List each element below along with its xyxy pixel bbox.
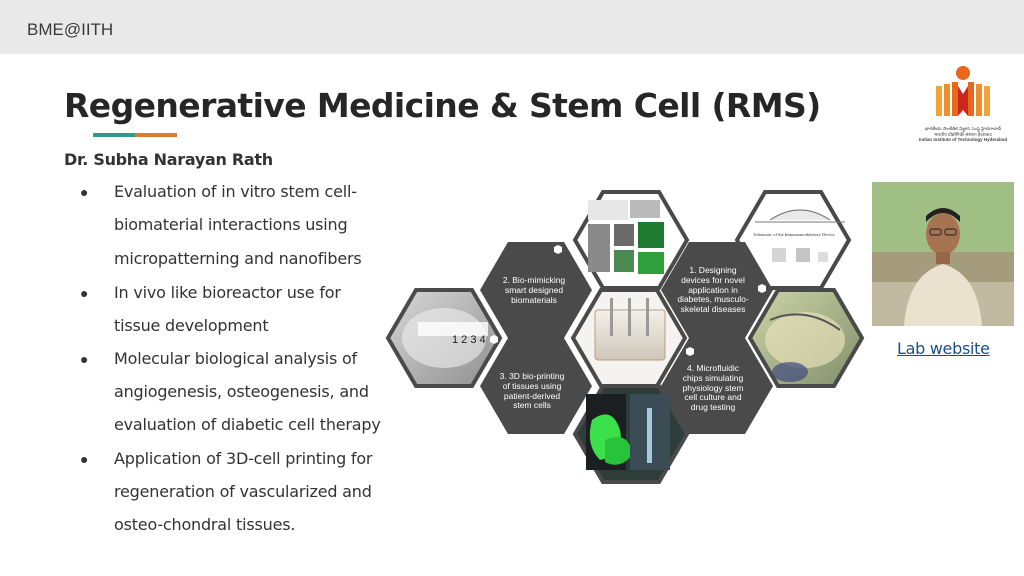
author-name: Dr. Subha Narayan Rath <box>64 150 273 169</box>
hex-label-1: 1. Designing devices for novel applicati… <box>677 265 749 315</box>
bullet-4-line-2: regeneration of vascularized and <box>114 482 372 501</box>
title-underline-teal <box>93 133 135 137</box>
bullet-2-line-2: tissue development <box>114 316 269 335</box>
iith-logo <box>922 64 1004 146</box>
hex-label-3: 3. 3D bio-printing of tissues using pati… <box>499 371 565 411</box>
iith-logo-icon <box>936 66 990 116</box>
title-underline-orange <box>135 133 177 137</box>
hex-image-3d-print <box>572 384 690 484</box>
bullet-3-line-2: angiogenesis, osteogenesis, and <box>114 382 369 401</box>
hex-bioprinting <box>480 338 592 434</box>
bullet-3-line-1: Molecular biological analysis of <box>114 349 357 368</box>
bullet-3-line-3: evaluation of diabetic cell therapy <box>114 415 381 434</box>
hex-image-device <box>570 288 688 388</box>
bullet-dot: ● <box>80 285 89 301</box>
lab-website-link[interactable]: Lab website <box>897 339 990 358</box>
hex-image-schematic: Schematic of the Immunomodulatory Device <box>734 190 852 290</box>
bullet-2-line-1: In vivo like bioreactor use for <box>114 283 341 302</box>
hex-microfluidic <box>661 338 773 434</box>
hex-devices <box>661 242 773 338</box>
top-bar: BME@IITH <box>0 0 1024 54</box>
bullet-4-line-3: osteo-chondral tissues. <box>114 515 296 534</box>
svg-text:1 2 3 4: 1 2 3 4 <box>452 334 486 346</box>
hex-image-petri-dish: 1 2 3 4 <box>385 288 503 388</box>
bullet-1-line-3: micropatterning and nanofibers <box>114 249 362 268</box>
bullet-dot: ● <box>80 184 89 200</box>
org-name: BME@IITH <box>27 20 114 39</box>
hex-image-biomaterials <box>572 190 690 290</box>
bullet-dot: ● <box>80 451 89 467</box>
slide-title: Regenerative Medicine & Stem Cell (RMS) <box>64 86 821 125</box>
iith-logo-text: భారతీయ సాంకేతిక విజ్ఞాన సంస్థ హైదరాబాద్ … <box>918 126 1008 143</box>
hex-biomaterials <box>480 242 592 338</box>
faculty-photo <box>872 182 1014 326</box>
hex-label-2: 2. Bio-mimicking smart designed biomater… <box>502 275 566 305</box>
bullet-1-line-1: Evaluation of in vitro stem cell- <box>114 182 357 201</box>
hex-image-caption: Schematic of the Immunomodulatory Device <box>753 232 834 237</box>
bullet-4-line-1: Application of 3D-cell printing for <box>114 449 373 468</box>
faculty-portrait-image <box>872 182 1014 326</box>
hex-label-4: 4. Microfluidic chips simulating physiol… <box>682 363 744 413</box>
hex-image-microfluidic <box>747 288 865 388</box>
bullet-dot: ● <box>80 351 89 367</box>
bullet-1-line-2: biomaterial interactions using <box>114 215 348 234</box>
